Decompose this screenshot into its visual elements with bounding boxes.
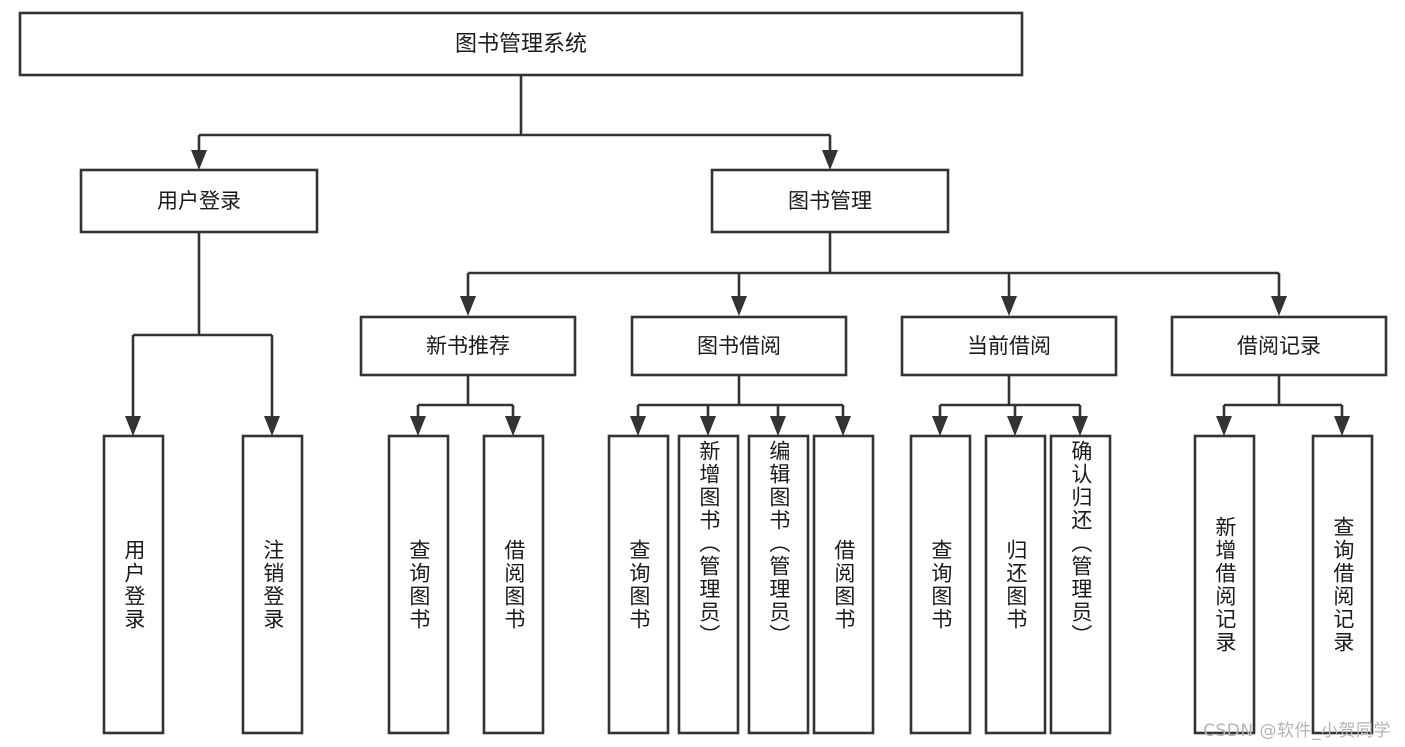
connector-group-book-manage-to-level2 xyxy=(460,232,1287,316)
arrow-head-user-login xyxy=(191,150,207,170)
leaf-box-query-book-2[interactable] xyxy=(607,434,670,735)
arrow-head-leaf-add-book xyxy=(700,416,716,436)
arrow-head-leaf-borrow-book-2 xyxy=(835,416,851,436)
leaf-box-return-book[interactable] xyxy=(984,434,1047,735)
leaf-box-query-book-1[interactable] xyxy=(387,434,450,735)
node-book-manage[interactable]: 图书管理 xyxy=(710,168,950,234)
node-root-system[interactable]: 图书管理系统 xyxy=(18,11,1024,77)
node-root-system-label: 图书管理系统 xyxy=(455,32,587,57)
node-new-book-recommend-box[interactable] xyxy=(359,315,577,377)
arrow-head-leaf-logout-login xyxy=(264,416,280,436)
arrow-head-leaf-edit-book xyxy=(770,416,786,436)
connector-group-user-login-to-leaves xyxy=(125,232,280,436)
connector-group-borrow-record-to-leaves xyxy=(1216,375,1350,436)
leaf-box-confirm-return[interactable] xyxy=(1049,434,1112,735)
arrow-head-leaf-borrow-book-1 xyxy=(505,416,521,436)
arrow-head-book-manage xyxy=(822,150,838,170)
arrow-head-leaf-query-record xyxy=(1334,416,1350,436)
node-new-book-recommend[interactable]: 新书推荐 xyxy=(359,315,577,377)
node-borrow-record[interactable]: 借阅记录 xyxy=(1170,315,1388,377)
arrow-head-leaf-query-book-1 xyxy=(410,416,426,436)
node-user-login-box[interactable] xyxy=(79,168,319,234)
leaf-box-borrow-book-1[interactable] xyxy=(482,434,545,735)
arrow-head-current-borrow xyxy=(1001,296,1017,316)
leaf-box-group xyxy=(102,434,1374,735)
node-user-login-label: 用户登录 xyxy=(157,189,241,213)
arrow-head-leaf-confirm-return xyxy=(1072,416,1088,436)
node-book-borrow[interactable]: 图书借阅 xyxy=(630,315,848,377)
node-current-borrow-box[interactable] xyxy=(900,315,1118,377)
node-book-borrow-label: 图书借阅 xyxy=(697,334,781,358)
connector-group-book-borrow-to-leaves xyxy=(630,375,851,436)
node-new-book-recommend-label: 新书推荐 xyxy=(426,334,510,358)
arrow-head-borrow-record xyxy=(1271,296,1287,316)
node-borrow-record-label: 借阅记录 xyxy=(1237,334,1321,358)
arrow-head-leaf-user-login xyxy=(125,416,141,436)
leaf-box-edit-book[interactable] xyxy=(747,434,810,735)
arrow-head-leaf-query-book-3 xyxy=(932,416,948,436)
node-book-manage-label: 图书管理 xyxy=(788,189,872,213)
node-book-borrow-box[interactable] xyxy=(630,315,848,377)
leaf-box-query-borrow-record[interactable] xyxy=(1311,434,1374,735)
node-current-borrow-label: 当前借阅 xyxy=(967,334,1051,358)
node-borrow-record-box[interactable] xyxy=(1170,315,1388,377)
arrow-head-leaf-return-book xyxy=(1007,416,1023,436)
connector-group-new-book-to-leaves xyxy=(410,375,521,436)
leaf-box-logout-login[interactable] xyxy=(241,434,304,735)
leaf-box-query-book-3[interactable] xyxy=(909,434,972,735)
connector-group-root-to-level1 xyxy=(191,75,838,170)
leaf-box-add-book[interactable] xyxy=(677,434,740,735)
node-current-borrow[interactable]: 当前借阅 xyxy=(900,315,1118,377)
leaf-box-borrow-book-2[interactable] xyxy=(812,434,875,735)
arrow-head-book-borrow xyxy=(731,296,747,316)
leaf-box-add-borrow-record[interactable] xyxy=(1193,434,1256,735)
node-user-login[interactable]: 用户登录 xyxy=(79,168,319,234)
arrow-head-leaf-query-book-2 xyxy=(630,416,646,436)
node-book-manage-box[interactable] xyxy=(710,168,950,234)
arrow-head-new-book-recommend xyxy=(460,296,476,316)
node-root-system-box[interactable] xyxy=(18,11,1024,77)
connector-group-current-borrow-to-leaves xyxy=(932,375,1088,436)
csdn-watermark: CSDN @软件_小贺同学 xyxy=(1203,721,1391,741)
arrow-head-leaf-add-record xyxy=(1216,416,1232,436)
leaf-box-user-login[interactable] xyxy=(102,434,165,735)
